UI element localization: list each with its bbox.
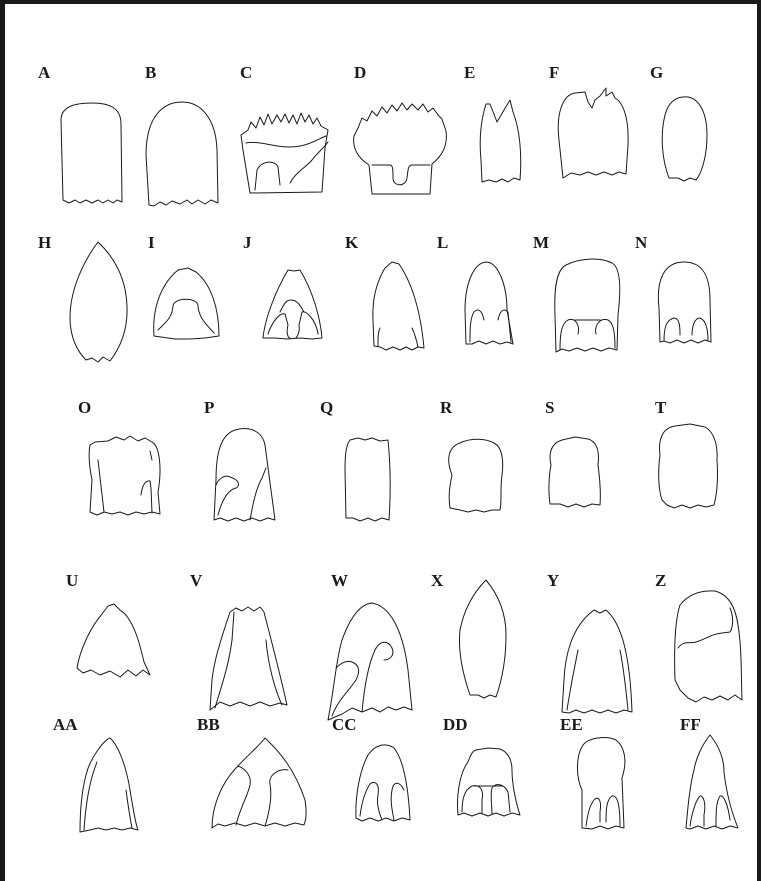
scale-outline-b: [146, 102, 218, 206]
scale-outline-z: [675, 591, 742, 702]
scale-outline-y: [562, 610, 632, 713]
panel-label-g: G: [650, 63, 663, 82]
panel-label-q: Q: [320, 398, 333, 417]
scale-outline-s: [549, 437, 600, 507]
panel-label-b: B: [145, 63, 156, 82]
panel-label-k: K: [345, 233, 359, 252]
panel-label-t: T: [655, 398, 667, 417]
panel-label-w: W: [331, 571, 348, 590]
panel-labels: A B C D E F G H I J K L M N O P Q R S T U V W X Y Z AA BB CC DD EE FF: [38, 63, 701, 734]
scale-outline-ee: [577, 738, 624, 829]
panel-label-aa: AA: [53, 715, 78, 734]
scale-outline-f: [558, 88, 628, 178]
scale-outline-r: [449, 439, 503, 512]
panel-label-l: L: [437, 233, 448, 252]
panel-label-f: F: [549, 63, 559, 82]
scale-outline-bb: [212, 738, 306, 828]
panel-label-bb: BB: [197, 715, 220, 734]
scale-outline-g: [662, 97, 707, 181]
scale-outline-aa: [80, 738, 138, 832]
panel-label-i: I: [148, 233, 155, 252]
scale-outline-ff: [686, 735, 738, 829]
panel-label-y: Y: [547, 571, 559, 590]
scale-outline-o: [89, 436, 160, 515]
panel-label-dd: DD: [443, 715, 468, 734]
scale-outline-n: [658, 262, 711, 343]
panel-label-m: M: [533, 233, 549, 252]
panel-label-c: C: [240, 63, 252, 82]
scale-outline-dd: [457, 748, 520, 816]
panel-label-s: S: [545, 398, 554, 417]
panel-label-o: O: [78, 398, 91, 417]
scale-outline-p: [214, 429, 275, 521]
scale-outline-cc: [356, 745, 410, 821]
scale-outline-h: [70, 242, 127, 362]
panel-label-ee: EE: [560, 715, 583, 734]
panel-label-v: V: [190, 571, 203, 590]
scale-outline-t: [659, 424, 718, 508]
scale-outline-l: [465, 262, 513, 344]
scale-outline-m: [555, 259, 620, 352]
scale-outline-j: [263, 270, 322, 339]
panel-label-n: N: [635, 233, 648, 252]
panel-label-z: Z: [655, 571, 666, 590]
scale-outline-k: [373, 262, 424, 350]
scale-outline-u: [77, 604, 150, 677]
scale-outline-d: [354, 103, 447, 194]
panel-label-r: R: [440, 398, 453, 417]
scale-outline-i: [154, 268, 219, 339]
scale-outline-w: [328, 603, 412, 720]
panel-label-e: E: [464, 63, 475, 82]
scale-outline-q: [345, 438, 390, 521]
scale-outline-x: [459, 580, 506, 698]
panel-label-cc: CC: [332, 715, 357, 734]
panel-label-ff: FF: [680, 715, 701, 734]
panel-label-d: D: [354, 63, 366, 82]
panel-label-h: H: [38, 233, 51, 252]
scale-outline-a: [61, 103, 122, 203]
scale-outline-v: [210, 607, 287, 710]
scale-outlines: [61, 88, 742, 832]
panel-label-j: J: [243, 233, 252, 252]
panel-label-p: P: [204, 398, 214, 417]
panel-label-u: U: [66, 571, 78, 590]
scale-outline-c: [241, 113, 328, 193]
panel-label-x: X: [431, 571, 444, 590]
panel-label-a: A: [38, 63, 51, 82]
scale-outline-e: [480, 100, 521, 182]
